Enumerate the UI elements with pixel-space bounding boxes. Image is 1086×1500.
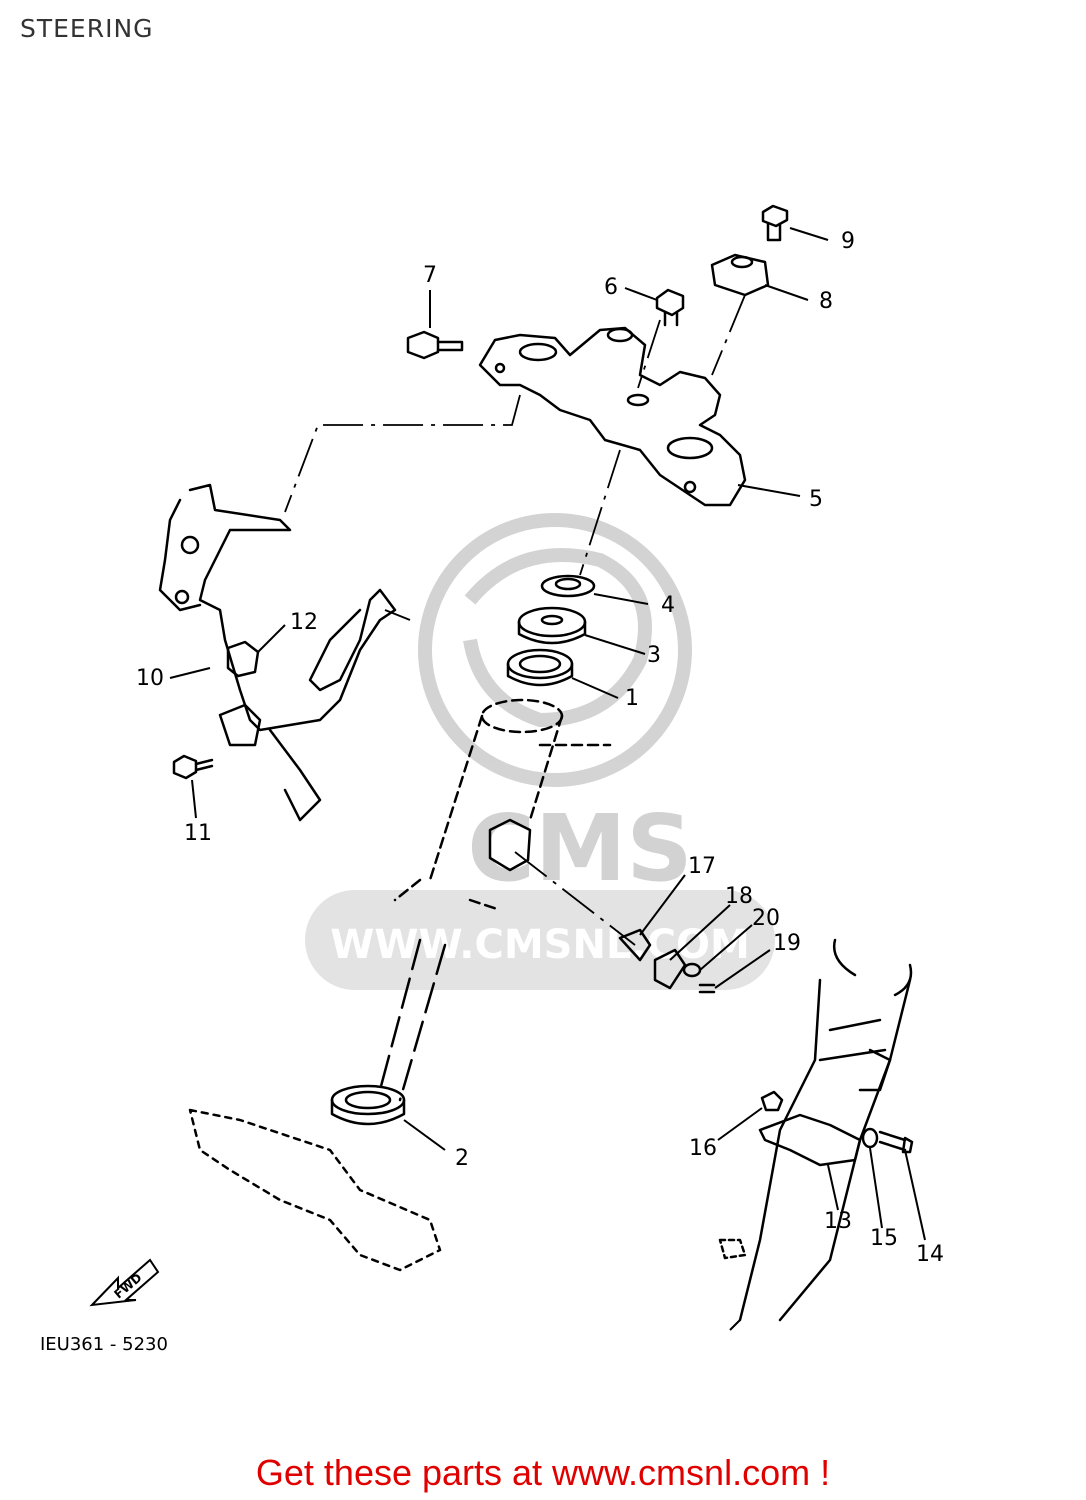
callout-6: 6 (604, 275, 618, 300)
callout-11: 11 (184, 821, 212, 846)
watermark (418, 513, 692, 787)
meter-bracket-10 (158, 483, 397, 822)
callout-20: 20 (752, 906, 780, 931)
page-title: STEERING (20, 14, 154, 43)
callout-9: 9 (841, 229, 855, 254)
watermark-logo: CMS (467, 795, 692, 902)
bolt-7 (406, 330, 464, 360)
bearing-1 (506, 648, 574, 687)
callout-2: 2 (455, 1146, 469, 1171)
bolt-9 (761, 204, 789, 242)
callout-5: 5 (809, 487, 823, 512)
assembly-lines (284, 294, 746, 946)
callout-4: 4 (661, 593, 675, 618)
footer-link-text[interactable]: Get these parts at www.cmsnl.com ! (255, 1452, 831, 1493)
callouts: 1 2 3 4 5 6 7 8 9 10 11 12 13 14 15 16 1… (136, 229, 944, 1267)
bolt-6 (655, 288, 685, 327)
washer-15 (861, 1127, 879, 1149)
callout-18: 18 (725, 884, 753, 909)
holder-cap-8 (710, 253, 770, 297)
nut-16 (760, 1090, 784, 1112)
callout-14: 14 (916, 1242, 944, 1267)
callout-19: 19 (773, 931, 801, 956)
callout-16: 16 (689, 1136, 717, 1161)
bolt-11 (172, 754, 214, 780)
steering-stem (188, 938, 447, 1272)
frame-head-pipe (393, 698, 612, 912)
front-fork (718, 938, 913, 1322)
callout-8: 8 (819, 289, 833, 314)
callout-12: 12 (290, 610, 318, 635)
ring-nut-4 (540, 574, 596, 598)
watermark-banner (305, 890, 775, 990)
callout-1: 1 (625, 686, 639, 711)
leader-lines (169, 227, 926, 1331)
callout-3: 3 (647, 643, 661, 668)
callout-13: 13 (824, 1209, 852, 1234)
watermark-url: WWW.CMSNL.COM (330, 922, 750, 968)
grommet-12 (226, 640, 260, 678)
screw-14 (878, 1130, 914, 1154)
guide-13 (758, 1113, 862, 1167)
callout-7: 7 (423, 263, 437, 288)
upper-bracket (478, 326, 747, 507)
callout-15: 15 (870, 1226, 898, 1251)
stay-parts (488, 818, 716, 994)
callout-10: 10 (136, 666, 164, 691)
washer-3 (517, 606, 587, 645)
fwd-arrow-icon: FWD (89, 1258, 160, 1307)
drawing-code: IEU361 - 5230 (40, 1334, 168, 1355)
callout-17: 17 (688, 854, 716, 879)
